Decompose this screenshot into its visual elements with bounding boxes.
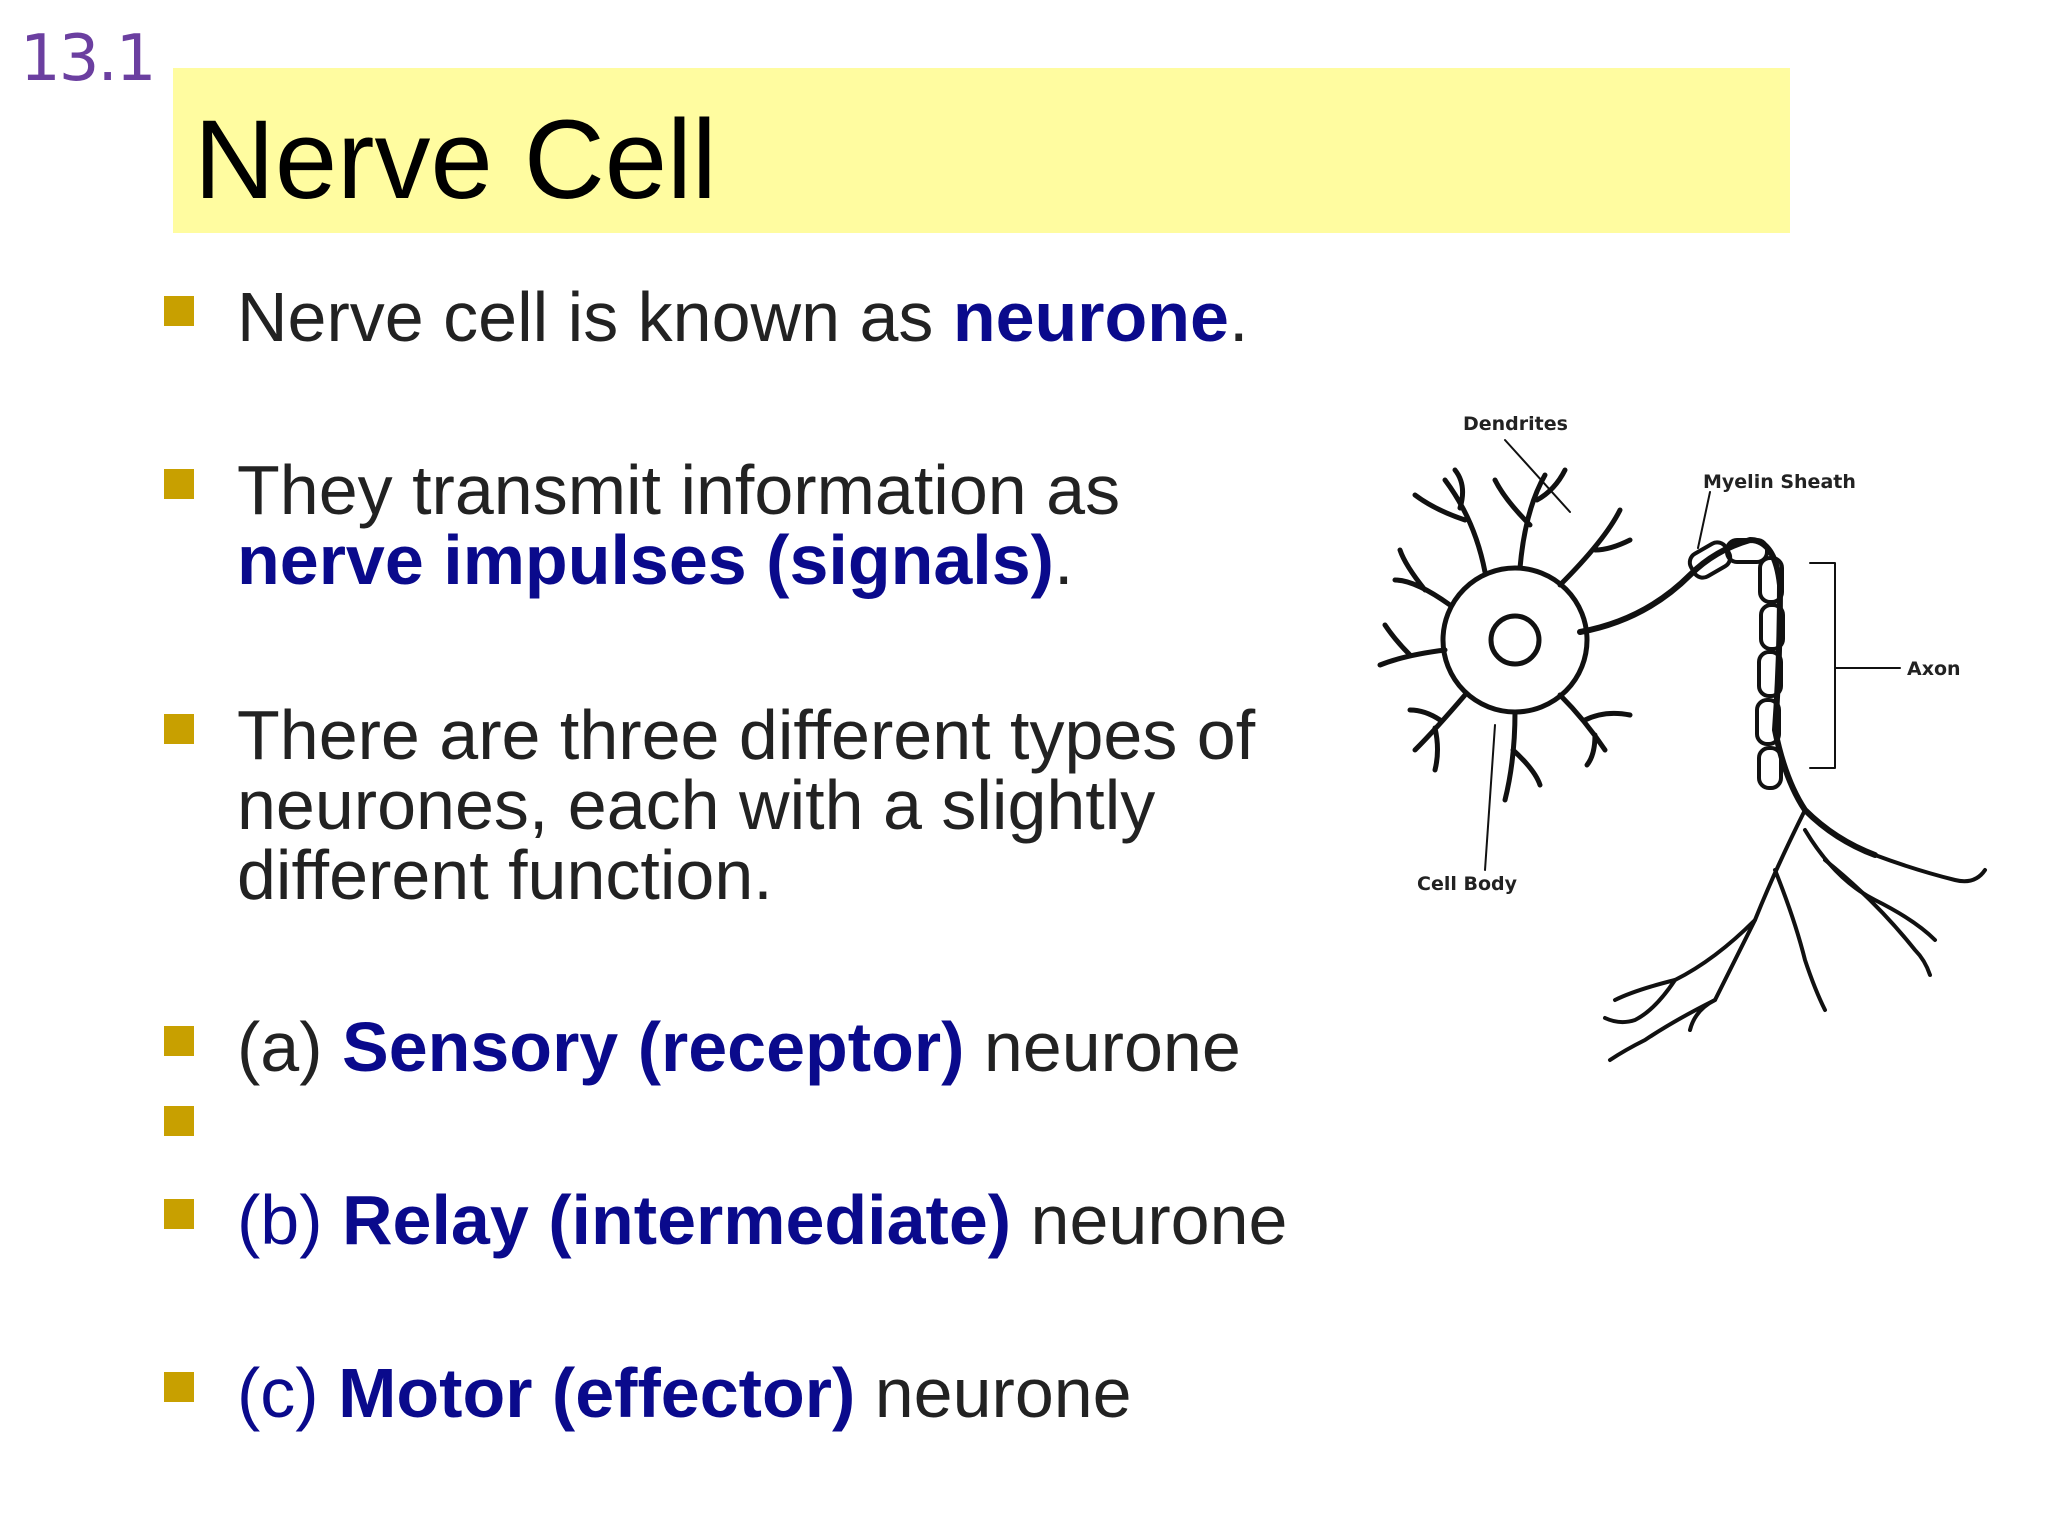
dendrites xyxy=(1377,467,1633,803)
bullet-text: (c) Motor (effector) neurone xyxy=(237,1354,1132,1432)
highlight-term: Relay (intermediate) xyxy=(342,1181,1012,1259)
title-bar xyxy=(173,68,1790,233)
label-myelin-sheath: Myelin Sheath xyxy=(1703,471,1856,493)
nucleus xyxy=(1488,613,1542,667)
highlight-term: nerve impulses (signals) xyxy=(237,521,1054,599)
bullet-marker xyxy=(164,714,194,744)
bullet-text: Nerve cell is known as neurone. xyxy=(237,278,1249,356)
axon-line xyxy=(1577,537,1878,858)
label-axon: Axon xyxy=(1907,658,1961,680)
bullet-text: (b) Relay (intermediate) neurone xyxy=(237,1181,1288,1259)
slide-title: Nerve Cell xyxy=(194,97,717,222)
bullet-marker xyxy=(164,1026,194,1056)
highlight-term: Sensory (receptor) xyxy=(342,1008,965,1086)
bullet-marker xyxy=(164,1106,194,1136)
neuron-diagram: Dendrites Myelin Sheath Axon Cell Body xyxy=(1377,413,1987,1062)
label-leaders xyxy=(1484,439,1901,871)
label-cell-body: Cell Body xyxy=(1417,873,1518,895)
cell-body-outline xyxy=(1440,565,1590,715)
myelin-sheath-segments xyxy=(1687,538,1785,790)
slide-number: 13.1 xyxy=(20,22,156,96)
axon-terminals xyxy=(1603,808,1987,1062)
bullet-marker xyxy=(164,296,194,326)
bullet-text: (a) Sensory (receptor) neurone xyxy=(237,1008,1241,1086)
bullet-marker xyxy=(164,1199,194,1229)
highlight-term: Motor (effector) xyxy=(338,1354,856,1432)
bullet-marker xyxy=(164,469,194,499)
bullet-marker xyxy=(164,1372,194,1402)
label-dendrites: Dendrites xyxy=(1463,413,1568,435)
highlight-term: neurone xyxy=(952,278,1229,356)
